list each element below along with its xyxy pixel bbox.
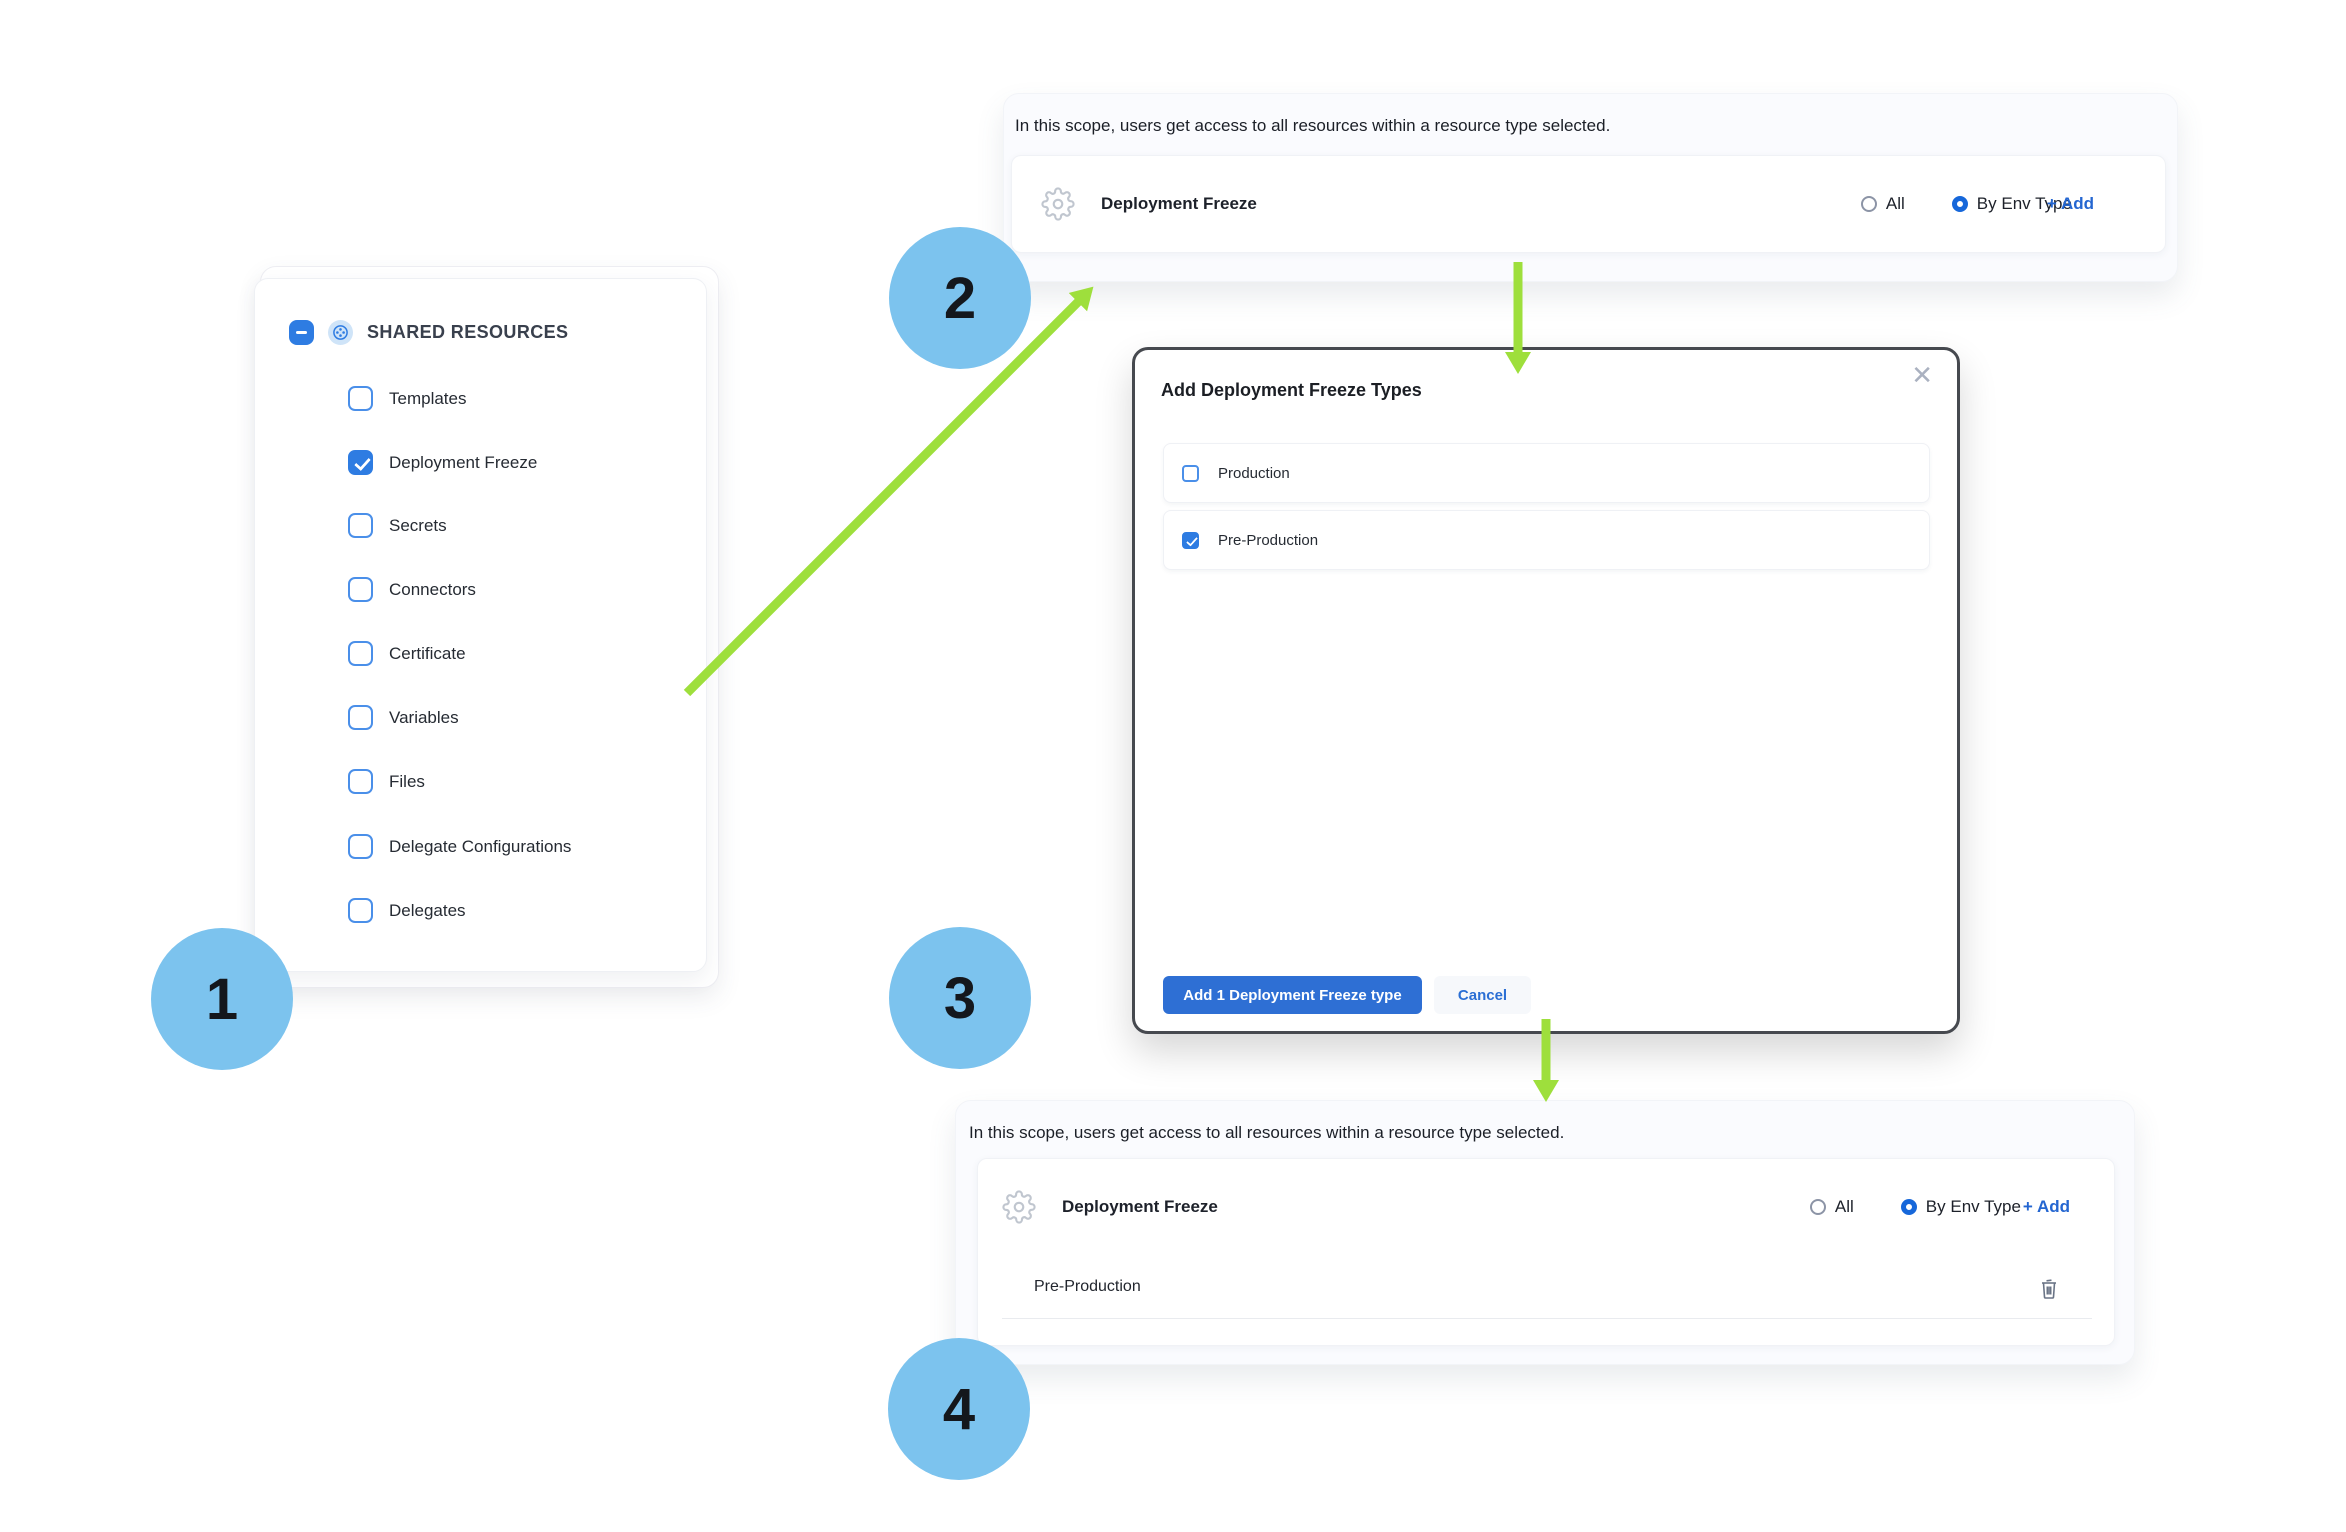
resource-item-delegates: Delegates [348, 898, 466, 923]
shared-resources-icon [328, 319, 353, 345]
scope-description: In this scope, users get access to all r… [969, 1123, 1565, 1142]
radio-all[interactable] [1809, 1199, 1826, 1215]
delegates-checkbox[interactable] [348, 898, 373, 923]
arrow-panel-to-scope [683, 286, 1094, 697]
modal-item-pre-production: Pre-Production [1163, 510, 1930, 570]
resource-item-delegate-configurations: Delegate Configurations [348, 834, 571, 859]
secrets-checkbox[interactable] [348, 513, 373, 538]
step-badge-3: 3 [889, 927, 1031, 1069]
radio-by-env-type-label[interactable]: By Env Type [1976, 194, 2072, 213]
selected-env-type-label: Pre-Production [1034, 1278, 1141, 1295]
row-divider [1002, 1318, 2092, 1319]
radio-all[interactable] [1860, 196, 1877, 212]
gear-icon [1041, 187, 1075, 221]
resource-item-files: Files [348, 769, 425, 794]
templates-checkbox[interactable] [348, 386, 373, 411]
add-deployment-freeze-modal: Add Deployment Freeze Types ✕ Production… [1132, 347, 1960, 1034]
delegate-configurations-checkbox[interactable] [348, 834, 373, 859]
resources-panel-title: SHARED RESOURCES [367, 321, 569, 342]
radio-by-env-type[interactable] [1900, 1199, 1917, 1215]
add-deployment-freeze-type-button[interactable]: Add 1 Deployment Freeze type [1163, 976, 1422, 1014]
add-button[interactable]: + Add [2022, 1197, 2070, 1216]
resource-item-variables: Variables [348, 705, 459, 730]
radio-by-env-type[interactable] [1951, 196, 1968, 212]
files-checkbox[interactable] [348, 769, 373, 794]
step-badge-1: 1 [151, 928, 293, 1070]
variables-checkbox[interactable] [348, 705, 373, 730]
resource-item-certificate: Certificate [348, 641, 466, 666]
radio-by-env-type-label[interactable]: By Env Type [1925, 1197, 2021, 1216]
modal-item-production: Production [1163, 443, 1930, 503]
resources-panel-header: SHARED RESOURCES [289, 319, 568, 345]
gear-icon [1002, 1190, 1036, 1224]
add-button[interactable]: + Add [2046, 194, 2094, 213]
radio-all-label[interactable]: All [1834, 1197, 1854, 1216]
resource-type-card: Deployment Freeze All By Env Type + Add … [977, 1158, 2115, 1346]
cancel-button[interactable]: Cancel [1434, 976, 1531, 1014]
resource-type-label: Deployment Freeze [1062, 1197, 1218, 1216]
resources-panel: SHARED RESOURCES Templates Deployment Fr… [254, 278, 707, 972]
trash-icon[interactable] [2038, 1276, 2060, 1300]
radio-all-label[interactable]: All [1885, 194, 1905, 213]
deployment-freeze-checkbox[interactable] [348, 450, 373, 475]
certificate-checkbox[interactable] [348, 641, 373, 666]
modal-title: Add Deployment Freeze Types [1161, 380, 1422, 400]
pre-production-checkbox[interactable] [1182, 531, 1199, 549]
connectors-checkbox[interactable] [348, 577, 373, 602]
resource-item-connectors: Connectors [348, 577, 476, 602]
step-badge-2: 2 [889, 227, 1031, 369]
resource-item-templates: Templates [348, 386, 466, 411]
resource-item-secrets: Secrets [348, 513, 447, 538]
resource-item-deployment-freeze: Deployment Freeze [348, 450, 537, 475]
scope-panel-bottom: In this scope, users get access to all r… [955, 1100, 2135, 1365]
resource-type-card: Deployment Freeze All By Env Type + Add [1011, 155, 2166, 253]
scope-description: In this scope, users get access to all r… [1015, 116, 1611, 135]
collapse-minus-icon[interactable] [289, 319, 314, 345]
scope-panel-top: In this scope, users get access to all r… [1003, 93, 2178, 282]
close-icon[interactable]: ✕ [1911, 360, 1933, 390]
resource-type-label: Deployment Freeze [1101, 194, 1257, 213]
production-checkbox[interactable] [1182, 464, 1199, 482]
step-badge-4: 4 [888, 1338, 1030, 1480]
